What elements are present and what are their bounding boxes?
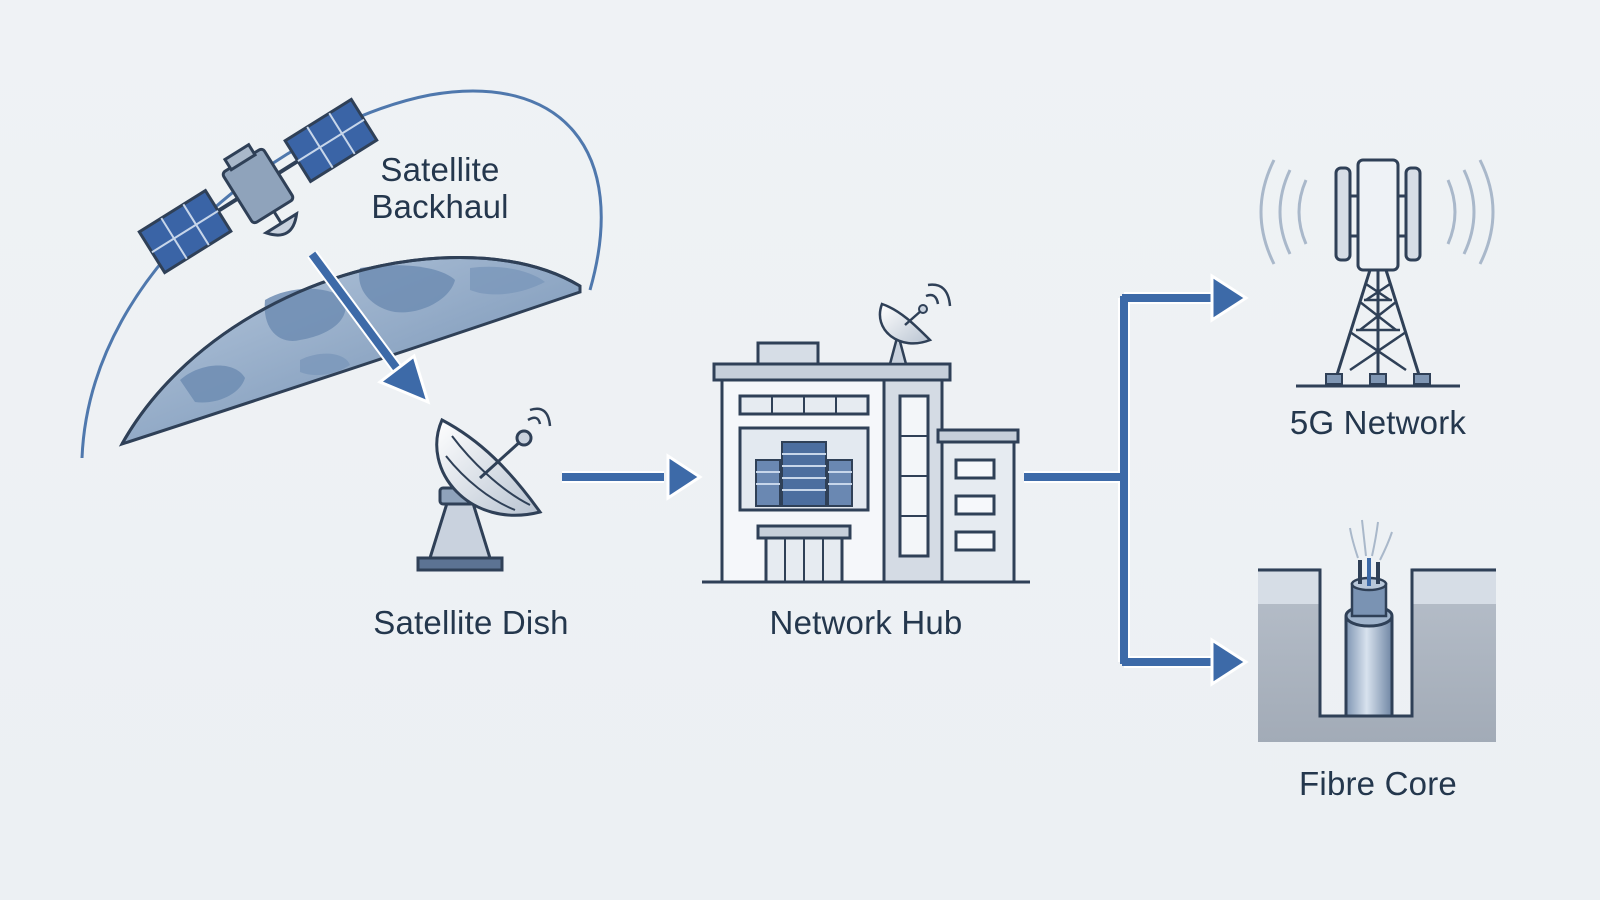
- arrow-satellite-to-dish: [307, 250, 431, 405]
- server-rack-icon: [755, 441, 853, 507]
- satellite-icon: [137, 97, 379, 275]
- cell-tower-icon: [1259, 158, 1495, 388]
- globe-icon: [118, 256, 582, 447]
- arrow-dish-to-hub: [562, 453, 703, 501]
- label-satellite-backhaul-line2: Backhaul: [371, 187, 509, 225]
- label-satellite-dish: Satellite Dish: [373, 604, 569, 641]
- label-network-hub: Network Hub: [769, 604, 963, 641]
- rooftop-dish-icon: [878, 283, 952, 366]
- label-fibre-core: Fibre Core: [1299, 765, 1457, 802]
- building-icon: [702, 283, 1030, 584]
- label-satellite-backhaul-line1: Satellite: [380, 151, 500, 188]
- label-5g-network: 5G Network: [1289, 404, 1467, 441]
- arrowhead-to-fibre: [1210, 637, 1249, 687]
- fibre-cable-icon: [1258, 519, 1496, 742]
- satellite-dish-icon: [416, 407, 552, 572]
- arrowhead-to-tower: [1210, 273, 1249, 323]
- arrow-hub-branches: [1024, 273, 1249, 687]
- label-satellite-backhaul: Satellite Backhaul: [371, 151, 509, 226]
- orbit-arc: [80, 89, 603, 459]
